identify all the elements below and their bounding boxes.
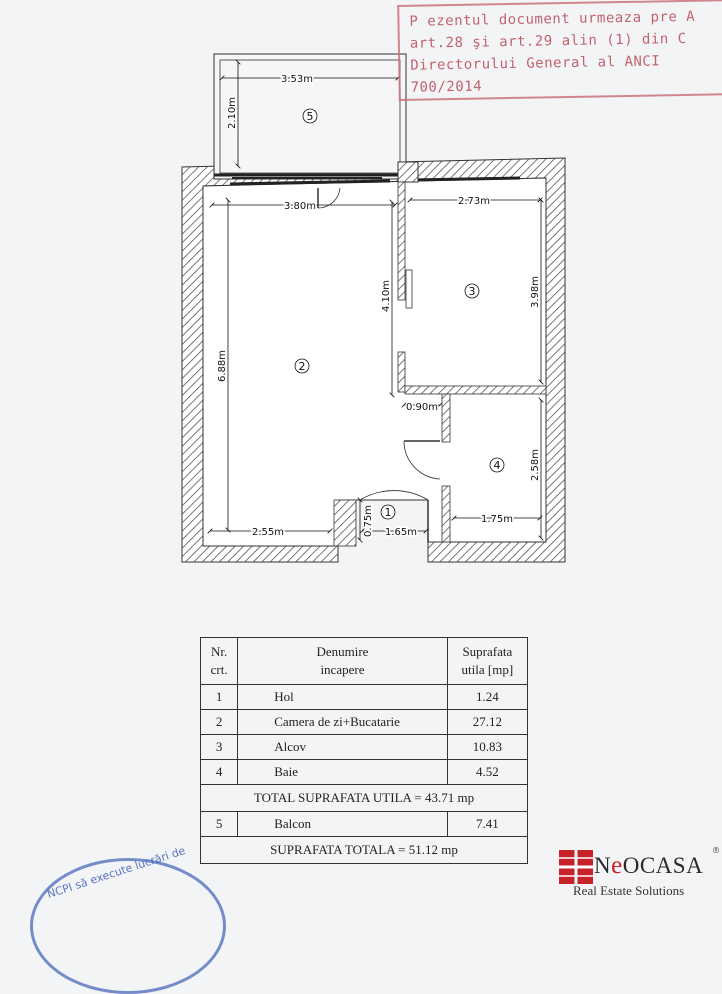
dim-hall-width: 1.65m (385, 527, 417, 538)
table-row: 5 Balcon 7.41 (199, 811, 529, 837)
dim-bottom-left-width: 2.55m (252, 527, 284, 538)
table-row: 1 Hol 1.24 (199, 684, 529, 710)
dim-living-height: 6.88m (217, 350, 228, 382)
table-row: 3 Alcov 10.83 (199, 734, 529, 760)
logo-house-icon (559, 850, 593, 884)
table-row: 4 Baie 4.52 (199, 759, 529, 785)
dim-bath-width: 1.75m (481, 514, 513, 525)
neocasa-logo: NeOCASA ® Real Estate Solutions (556, 846, 722, 900)
svg-text:1: 1 (385, 506, 392, 519)
cadastre-seal (30, 858, 226, 994)
dim-living-width: 3.80m (284, 201, 316, 212)
dim-balcony-depth: 2.10m (227, 97, 238, 129)
room-marker-2: 2 (294, 358, 310, 374)
room-marker-1: 1 (380, 504, 396, 520)
room-marker-4: 4 (489, 457, 505, 473)
svg-text:2: 2 (299, 360, 306, 373)
dim-bath-height: 2.58m (530, 449, 541, 481)
stamp-line-4: 700/2014 (410, 78, 483, 96)
dim-balcony-width: 3.53m (281, 74, 313, 85)
logo-wordmark: NeOCASA (594, 852, 704, 879)
logo-tagline: Real Estate Solutions (573, 883, 685, 898)
dim-partition-length: 4.10m (381, 280, 392, 312)
total-area-row: SUPRAFATA TOTALA = 51.12 mp (200, 836, 528, 864)
partition-wall (397, 181, 406, 301)
svg-text:3: 3 (469, 285, 476, 298)
svg-text:5: 5 (307, 110, 314, 123)
floor-area (202, 177, 547, 547)
dim-hall-depth: 0.75m (363, 505, 374, 537)
total-useful-row: TOTAL SUPRAFATA UTILA = 43.71 mp (200, 784, 528, 812)
logo-registered-mark: ® (712, 846, 720, 855)
room-marker-5: 5 (302, 108, 318, 124)
table-row: 2 Camera de zi+Bucatarie 27.12 (199, 709, 529, 735)
dim-alcove-height: 3.98m (530, 276, 541, 308)
dim-niche-width: 0.90m (406, 402, 438, 413)
ancpi-stamp: P ezentul document urmeaza pre A art.28 … (397, 0, 722, 101)
dim-alcove-width: 2.73m (458, 196, 490, 207)
header-nr: Nr.crt. (199, 637, 239, 685)
floor-plan: 3.53m 2.10m 3.80m 2.73m 6.88m 4.10m 3.98… (181, 53, 566, 563)
svg-text:4: 4 (494, 459, 501, 472)
room-marker-3: 3 (464, 283, 480, 299)
